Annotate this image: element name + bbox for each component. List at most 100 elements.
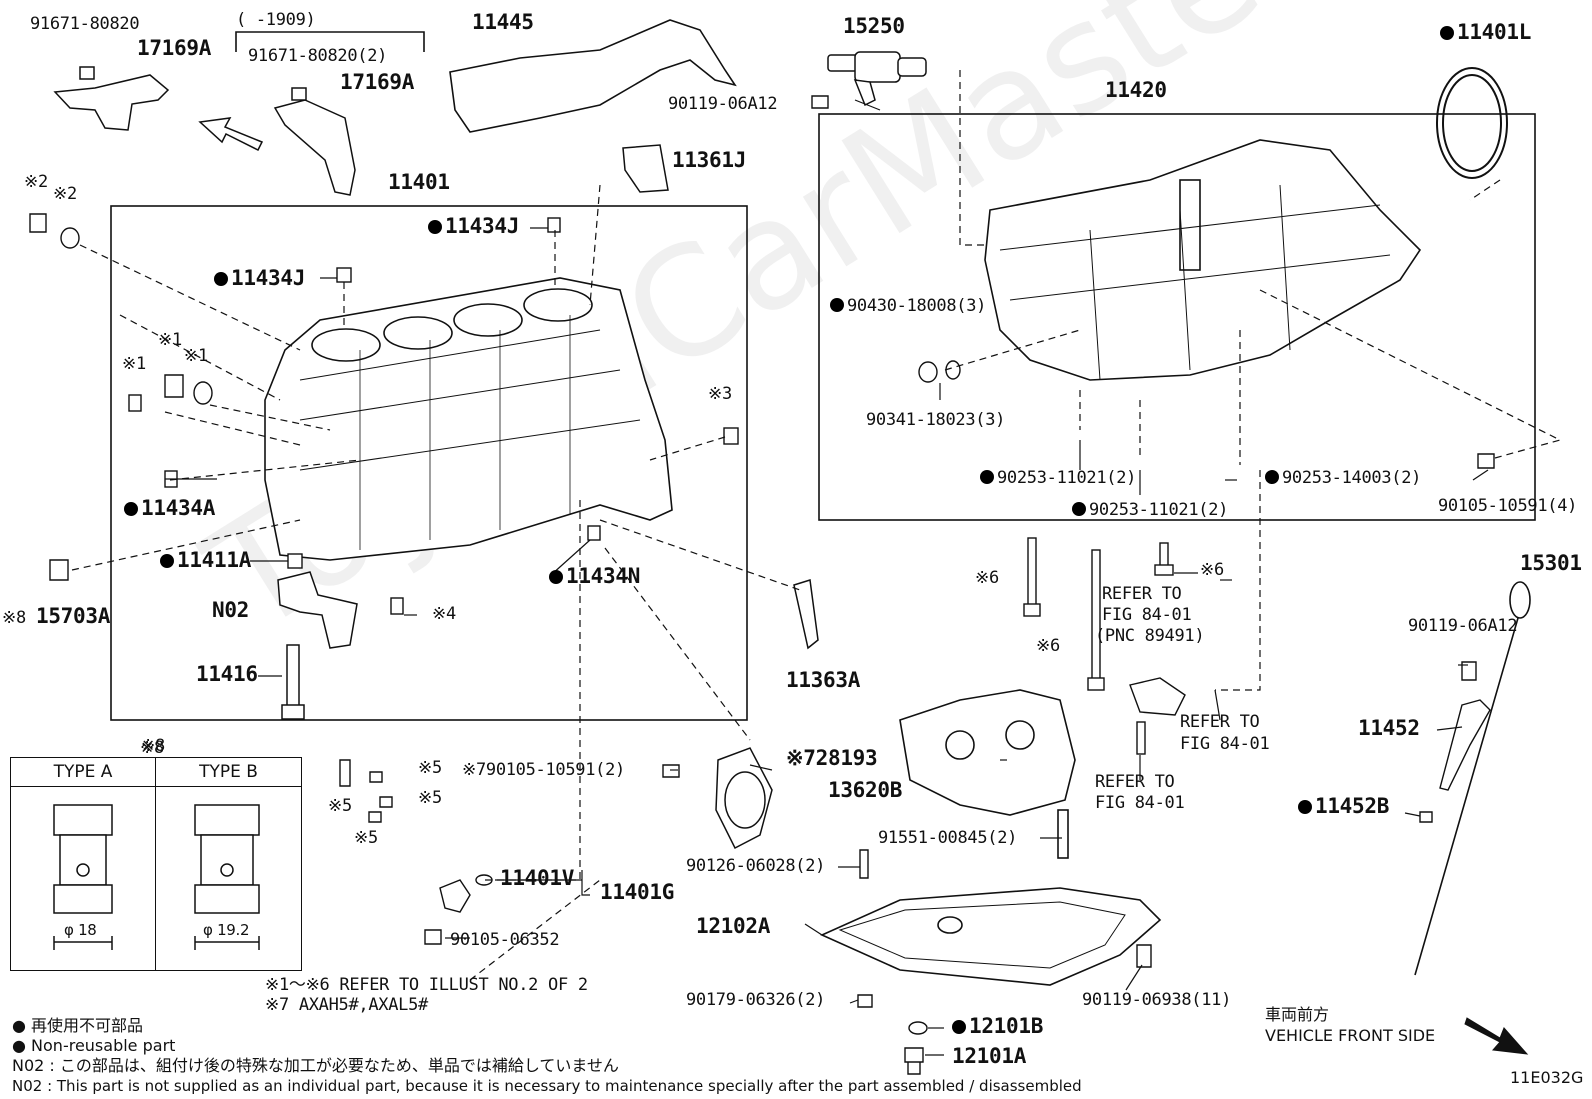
gasket-28193 xyxy=(715,747,773,850)
nut-11452b xyxy=(1419,811,1433,823)
bearing-cap-n02 xyxy=(277,571,358,649)
callout-text: ※8 xyxy=(141,736,165,756)
callout-text: 11452B xyxy=(1315,794,1390,818)
callout-text: 11411A xyxy=(177,548,252,572)
type-table-title: ※8 xyxy=(140,738,164,758)
model-note: ※7 AXAH5#,AXAL5# xyxy=(265,995,428,1015)
callout-text: 11401 xyxy=(388,170,450,194)
callout-c28: 11411A xyxy=(160,548,252,572)
bolt-x6-c-head xyxy=(1154,564,1174,576)
callout-c12: 11401 xyxy=(388,170,450,194)
direction-arrow xyxy=(198,117,264,152)
callout-c57: 13620B xyxy=(828,778,903,802)
callout-text: 90253-11021(2) xyxy=(1089,500,1229,520)
refer-note: ※1～※6 REFER TO ILLUST NO.2 OF 2 xyxy=(265,975,588,995)
callout-c39: FIG 84-01 xyxy=(1102,605,1192,625)
callout-c22: ※3 xyxy=(708,384,732,404)
callout-c9: 11401L xyxy=(1440,22,1531,43)
callout-c61: 11401G xyxy=(600,882,674,903)
callout-text: 11434J xyxy=(231,266,306,290)
pin-11434j-a xyxy=(547,217,561,233)
non-reusable-dot-icon xyxy=(952,1020,966,1034)
callout-c2: 17169A xyxy=(137,36,212,60)
callout-c37: ※6 xyxy=(1200,560,1224,580)
callout-text: 90119-06A12 xyxy=(1408,616,1518,636)
callout-text: (PNC 89491) xyxy=(1095,626,1205,646)
callout-c55: ※790105-10591(2) xyxy=(462,760,625,780)
type-a-dim: φ 18 xyxy=(64,921,97,939)
front-label-jp: 車両前方 xyxy=(1265,1005,1330,1024)
callout-c7: 15250 xyxy=(843,14,905,38)
cylinder-block-11401 xyxy=(264,277,673,561)
callout-text: 15250 xyxy=(843,14,905,38)
callout-text: 11416 xyxy=(196,662,258,686)
non-reusable-dot-icon xyxy=(1298,800,1312,814)
drain-plug-12101a xyxy=(904,1047,924,1075)
callout-text: ※2 xyxy=(24,172,48,192)
callout-c24: 90253-11021(2) xyxy=(1072,500,1228,520)
callout-c34: 11416 xyxy=(196,662,258,686)
callout-c29: 11434N xyxy=(549,564,641,588)
callout-text: ( -1909) xyxy=(236,10,316,30)
callout-text: ※8 xyxy=(2,608,26,628)
callout-text: 90253-14003(2) xyxy=(1282,468,1422,488)
type-b-dim: φ 19.2 xyxy=(203,921,250,939)
heat-shield-11445 xyxy=(449,19,737,133)
callout-c5: 17169A xyxy=(340,70,415,94)
bolt-x6-a-head xyxy=(1023,603,1041,617)
callout-text: FIG 84-01 xyxy=(1180,734,1270,754)
callout-text: ※790105-10591(2) xyxy=(462,760,625,780)
legend-en: ● Non-reusable part xyxy=(12,1036,176,1055)
callout-c16: 11434J xyxy=(214,266,306,290)
non-reusable-dot-icon xyxy=(1072,502,1086,516)
non-reusable-dot-icon xyxy=(1440,26,1454,40)
figure-id: 11E032G xyxy=(1510,1068,1584,1087)
callout-text: 11363A xyxy=(786,668,861,692)
plug-15703a xyxy=(49,559,69,581)
callout-text: 13620B xyxy=(828,778,903,802)
pin-x1 xyxy=(128,394,142,412)
callout-text: 90119-06A12 xyxy=(668,94,778,114)
bolt-90179 xyxy=(857,994,873,1008)
callout-c43: REFER TO xyxy=(1095,772,1175,792)
callout-c62: 90105-06352 xyxy=(450,930,560,950)
plug-90341 xyxy=(918,361,938,383)
non-reusable-dot-icon xyxy=(980,470,994,484)
callout-c45: 15301 xyxy=(1520,553,1582,574)
callout-text: 11420 xyxy=(1105,78,1167,102)
balancer-13620b xyxy=(899,689,1076,859)
callout-c67: 12101A xyxy=(952,1044,1027,1068)
callout-text: 11361J xyxy=(672,148,747,172)
callout-c48: 11452B xyxy=(1298,794,1390,818)
callout-text: 90253-11021(2) xyxy=(997,468,1137,488)
callout-c11: 11361J xyxy=(672,148,747,172)
callout-text: 90179-06326(2) xyxy=(686,990,826,1010)
crankcase-11420 xyxy=(984,139,1422,381)
gasket-x2 xyxy=(60,227,80,249)
callout-c40: (PNC 89491) xyxy=(1095,626,1205,646)
oil-jet-x5 xyxy=(339,759,393,823)
type-divider xyxy=(155,786,156,970)
callout-text: 90430-18008(3) xyxy=(847,296,987,316)
type-a-header: TYPE A xyxy=(11,758,156,787)
non-reusable-dot-icon xyxy=(160,554,174,568)
callout-text: 17169A xyxy=(340,70,415,94)
bracket-17169a-right xyxy=(273,87,356,196)
bolt-90119-06a12 xyxy=(811,95,829,109)
callout-text: 12101A xyxy=(952,1044,1027,1068)
callout-text: REFER TO xyxy=(1095,772,1175,792)
callout-c25: 90253-14003(2) xyxy=(1265,468,1421,488)
non-reusable-dot-icon xyxy=(214,272,228,286)
dipstick-guide-11452 xyxy=(1439,699,1491,791)
bolt-90105-10591-4 xyxy=(1477,453,1495,469)
ocv-15250 xyxy=(827,51,927,107)
callout-text: REFER TO xyxy=(1180,712,1260,732)
non-reusable-dot-icon xyxy=(124,502,138,516)
callout-text: 11401V xyxy=(500,866,575,890)
sensor-pnc-89491 xyxy=(1129,677,1186,716)
callout-text: ※5 xyxy=(328,796,352,816)
callout-text: 17169A xyxy=(137,36,212,60)
callout-text: 11434N xyxy=(566,564,641,588)
crankcase-frame xyxy=(818,113,1536,521)
gasket-12101b xyxy=(908,1021,928,1035)
